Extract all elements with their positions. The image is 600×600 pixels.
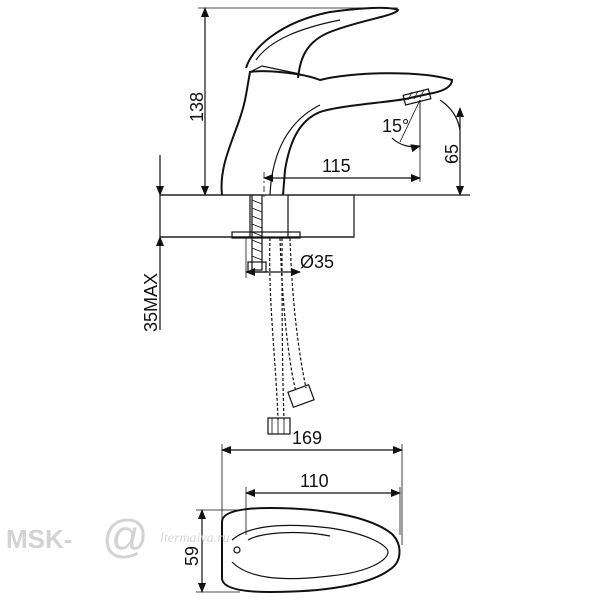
dim-height-total: 138 — [187, 6, 398, 196]
under-counter-fittings — [231, 172, 315, 435]
watermark-at-symbol: @ — [102, 510, 149, 562]
dim-max-thickness: 35MAX — [141, 155, 164, 332]
dim-width: 59 — [182, 509, 240, 593]
label-length-total: 169 — [292, 428, 322, 448]
label-spout-reach: 115 — [322, 156, 351, 176]
label-length-inner: 110 — [300, 471, 329, 491]
dim-spout-height: 65 — [439, 99, 464, 196]
watermark-domain: ltermaiva.ru — [160, 531, 230, 546]
dim-angle: 15° — [382, 99, 421, 153]
label-height-total: 138 — [187, 92, 207, 122]
watermark-text: MSK- — [6, 524, 72, 554]
faucet-top-view — [221, 506, 401, 594]
label-angle: 15° — [382, 116, 409, 136]
dim-length-inner: 110 — [245, 471, 401, 535]
dim-diameter: Ø35 — [245, 238, 334, 278]
dim-length-total: 169 — [221, 428, 403, 545]
label-spout-height: 65 — [442, 144, 462, 164]
watermark: MSK- @ ltermaiva.ru — [6, 510, 230, 562]
countertop-section — [159, 194, 470, 238]
dim-spout-reach: 115 — [263, 100, 421, 182]
label-diameter: Ø35 — [300, 252, 334, 272]
label-max-thickness: 35MAX — [141, 273, 161, 332]
label-width: 59 — [182, 546, 202, 566]
